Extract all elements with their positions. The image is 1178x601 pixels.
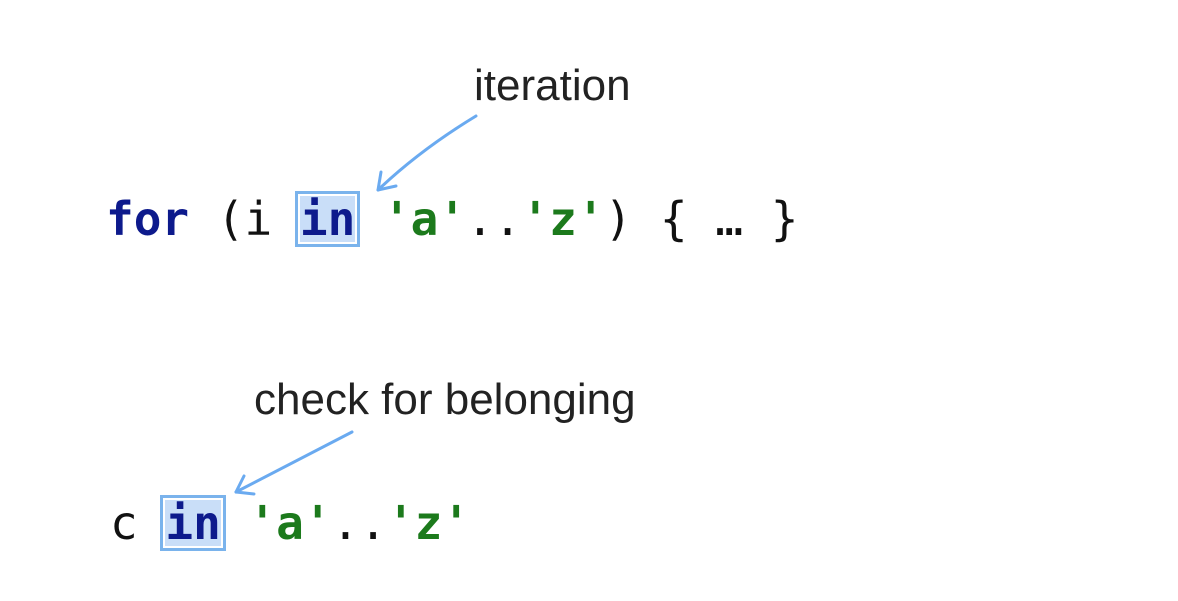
string-z: 'z'	[386, 496, 471, 550]
code-space	[355, 192, 383, 246]
annotation-iteration: iteration	[474, 61, 631, 110]
arrow-head-belonging	[234, 474, 256, 496]
string-a: 'a'	[248, 496, 332, 550]
annotation-check-for-belonging: check for belonging	[254, 375, 636, 424]
code-line-for-loop: for (i in 'a'..'z') { … }	[106, 191, 798, 247]
range-operator: ..	[466, 192, 522, 246]
code-body: ) { … }	[604, 192, 799, 246]
highlighted-keyword-in-membership: in	[160, 495, 226, 551]
code-line-membership: c in 'a'..'z'	[110, 495, 470, 551]
string-z: 'z'	[521, 192, 605, 246]
code-paren-var: (i	[189, 192, 300, 246]
keyword-for: for	[106, 192, 190, 246]
arrow-to-iteration-in	[376, 114, 478, 192]
string-a: 'a'	[382, 192, 467, 246]
highlighted-keyword-in-iteration: in	[294, 191, 361, 247]
arrow-head-iteration	[376, 170, 398, 192]
code-space	[221, 496, 249, 550]
arrow-to-belonging-in	[234, 430, 354, 494]
variable-c: c	[110, 496, 166, 550]
range-operator: ..	[331, 496, 387, 550]
